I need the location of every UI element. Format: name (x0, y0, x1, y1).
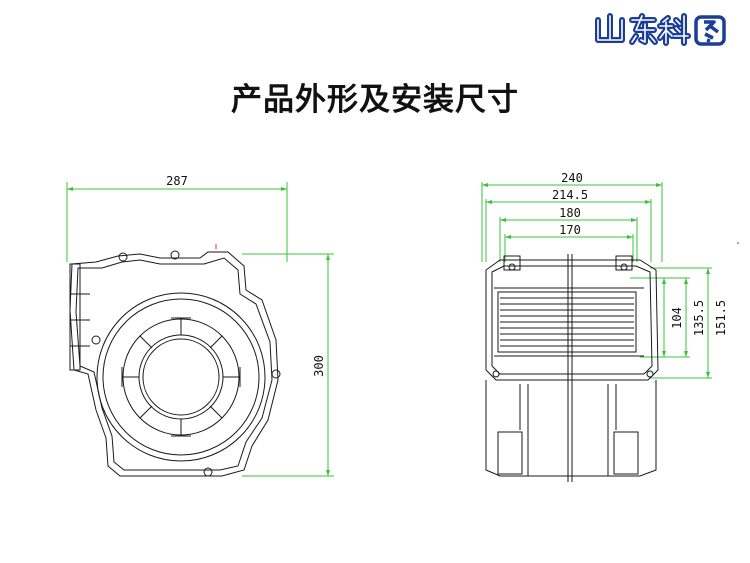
front-dimension-arrows (482, 183, 710, 378)
cooling-fins (500, 297, 634, 347)
side-dimension-lines (66, 182, 334, 477)
front-height-151-5: 151.5 (714, 300, 728, 336)
brand-logo (595, 13, 726, 46)
side-height-label: 300 (312, 355, 326, 377)
side-width-label: 287 (166, 174, 188, 188)
side-view: 287 300 (66, 174, 334, 477)
front-width-214-5: 214.5 (552, 188, 588, 202)
front-width-170: 170 (559, 223, 581, 237)
front-width-240: 240 (561, 171, 583, 185)
side-housing (69, 250, 281, 477)
front-width-180: 180 (559, 206, 581, 220)
stray-dot (737, 242, 739, 244)
front-height-104: 104 (670, 307, 684, 329)
front-housing (485, 254, 659, 482)
front-dimension-lines (481, 182, 712, 379)
page-title: 产品外形及安装尺寸 (231, 82, 519, 118)
front-view: 240 214.5 180 170 104 135.5 151.5 (481, 171, 739, 482)
front-height-135-5: 135.5 (692, 300, 706, 336)
side-dimension-arrows (67, 187, 330, 476)
